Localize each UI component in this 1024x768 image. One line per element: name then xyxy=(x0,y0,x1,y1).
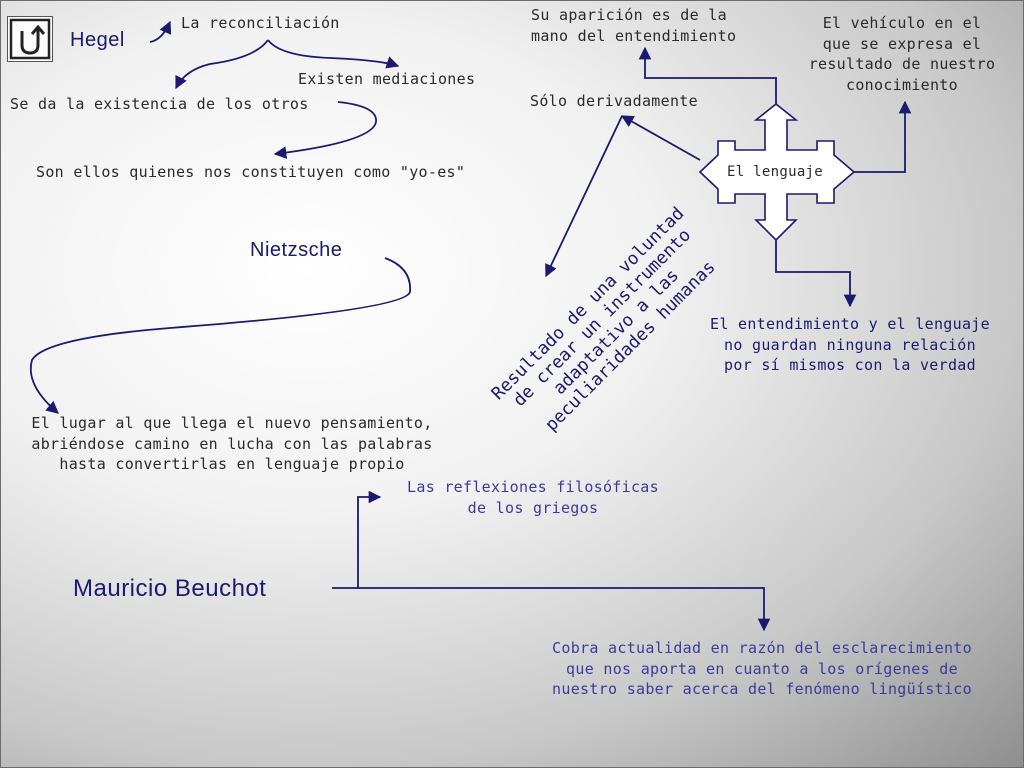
lenguaje-vehiculo-line-1: El vehículo en el xyxy=(822,14,982,32)
hegel-constituyen: Son ellos quienes nos constituyen como "… xyxy=(36,163,466,181)
nietzsche-lugar-line-3: hasta convertirlas en lenguaje propio xyxy=(59,455,405,473)
lenguaje-vehiculo-line-4: conocimiento xyxy=(846,75,958,94)
lenguaje-aparicion-line-1: Su aparición es de la xyxy=(531,6,727,24)
beuchot-reflexiones-line-1: Las reflexiones filosóficas xyxy=(407,478,659,496)
u-turn-return-icon[interactable] xyxy=(7,16,53,62)
otros-to-constituyen-arrow xyxy=(273,101,377,159)
lenguaje-entendimiento-line-2: no guardan ninguna relación xyxy=(724,335,976,354)
lenguaje-entendimiento-line-1: El entendimiento y el lenguaje xyxy=(710,315,990,333)
beuchot-actualidad-line-2: que nos aporta en cuanto a los orígenes … xyxy=(566,659,958,678)
lenguaje-aparicion: Su aparición es de la mano del entendimi… xyxy=(531,5,736,46)
reconciliacion-left-arrow xyxy=(175,39,269,90)
reconciliacion-right-arrow xyxy=(267,39,400,69)
lenguaje-to-derivadamente-arrow xyxy=(620,115,701,161)
nietzsche-lugar-line-1: El lugar al que llega el nuevo pensamien… xyxy=(31,414,433,432)
lenguaje-center-label: El lenguaje xyxy=(727,164,824,180)
hegel-mediaciones: Existen mediaciones xyxy=(298,70,476,88)
lenguaje-entendimiento: El entendimiento y el lenguaje no guarda… xyxy=(693,314,1007,376)
lenguaje-aparicion-line-2: mano del entendimiento xyxy=(531,26,737,45)
beuchot-actualidad: Cobra actualidad en razón del esclarecim… xyxy=(526,638,998,700)
beuchot-to-reflexiones-arrow xyxy=(332,490,382,589)
nietzsche-lugar: El lugar al que llega el nuevo pensamien… xyxy=(10,413,454,475)
lenguaje-entendimiento-line-3: por sí mismos con la verdad xyxy=(724,356,976,374)
lenguaje-to-vehiculo-arrow xyxy=(854,100,912,173)
hegel-otros: Se da la existencia de los otros xyxy=(10,95,309,113)
nietzsche-title: Nietzsche xyxy=(250,239,343,261)
lenguaje-to-entendimiento-arrow xyxy=(775,240,857,308)
hegel-title: Hegel xyxy=(70,29,125,51)
derivadamente-to-resultado-arrow xyxy=(545,115,623,278)
hegel-reconciliacion: La reconciliación xyxy=(181,14,340,32)
beuchot-reflexiones: Las reflexiones filosóficas de los grieg… xyxy=(392,477,674,518)
lenguaje-derivadamente: Sólo derivadamente xyxy=(530,92,698,110)
beuchot-actualidad-line-3: nuestro saber acerca del fenómeno lingüí… xyxy=(552,680,972,698)
beuchot-to-actualidad-arrow xyxy=(358,587,771,632)
hegel-to-reconciliacion-arrow xyxy=(149,20,172,43)
beuchot-title: Mauricio Beuchot xyxy=(73,575,267,602)
lenguaje-vehiculo-line-2: que se expresa el xyxy=(822,34,982,53)
beuchot-actualidad-line-1: Cobra actualidad en razón del esclarecim… xyxy=(552,639,972,657)
lenguaje-vehiculo: El vehículo en el que se expresa el resu… xyxy=(802,13,1002,95)
lenguaje-vehiculo-line-3: resultado de nuestro xyxy=(808,55,996,73)
lenguaje-to-aparicion-arrow xyxy=(638,46,777,104)
lenguaje-four-way-arrow xyxy=(698,102,856,242)
nietzsche-curve-arrow xyxy=(29,257,411,414)
nietzsche-lugar-line-2: abriéndose camino en lucha con las palab… xyxy=(31,434,433,453)
beuchot-reflexiones-line-2: de los griegos xyxy=(467,498,599,517)
